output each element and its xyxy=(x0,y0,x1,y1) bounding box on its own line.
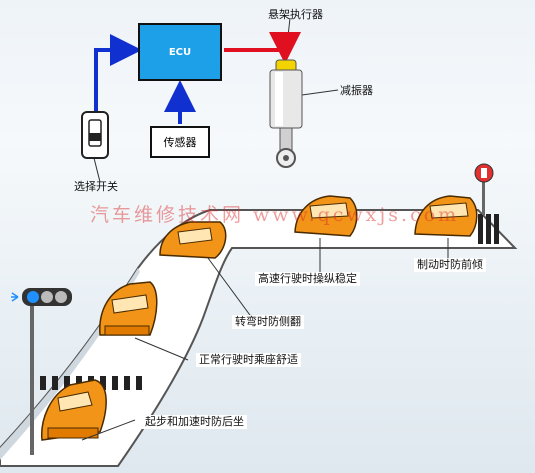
car-highspeed xyxy=(294,195,358,237)
sensor-box: 传感器 xyxy=(150,126,210,158)
stop-sign xyxy=(474,163,494,215)
car-normal xyxy=(99,281,158,336)
label-braking: 制动时防前倾 xyxy=(414,258,486,272)
stop-line xyxy=(478,214,499,244)
actuator-label: 悬架执行器 xyxy=(268,8,323,21)
selector-switch xyxy=(81,111,109,159)
switch-label: 选择开关 xyxy=(74,180,118,193)
arrow-ecu-to-actuator xyxy=(224,32,301,64)
car-braking xyxy=(414,195,478,237)
label-normal: 正常行驶时乘座舒适 xyxy=(196,353,301,367)
shock-label: 减振器 xyxy=(340,84,373,97)
ecu-label: ECU xyxy=(168,46,192,58)
ecu-box: ECU xyxy=(138,23,222,81)
traffic-light-left xyxy=(11,288,72,455)
car-turning xyxy=(159,221,227,259)
car-start xyxy=(41,379,107,441)
label-start: 起步和加速时防后坐 xyxy=(142,415,247,429)
label-high-speed: 高速行驶时操纵稳定 xyxy=(255,272,360,286)
road xyxy=(0,209,518,467)
shock-absorber xyxy=(269,59,303,168)
label-turning: 转弯时防侧翻 xyxy=(232,315,304,329)
sensor-label: 传感器 xyxy=(163,136,197,149)
road-shadow xyxy=(0,268,140,460)
watermark: 汽车维修技术网 www.qcwxjs.com xyxy=(90,204,460,226)
arrow-switch-to-ecu xyxy=(94,34,142,112)
